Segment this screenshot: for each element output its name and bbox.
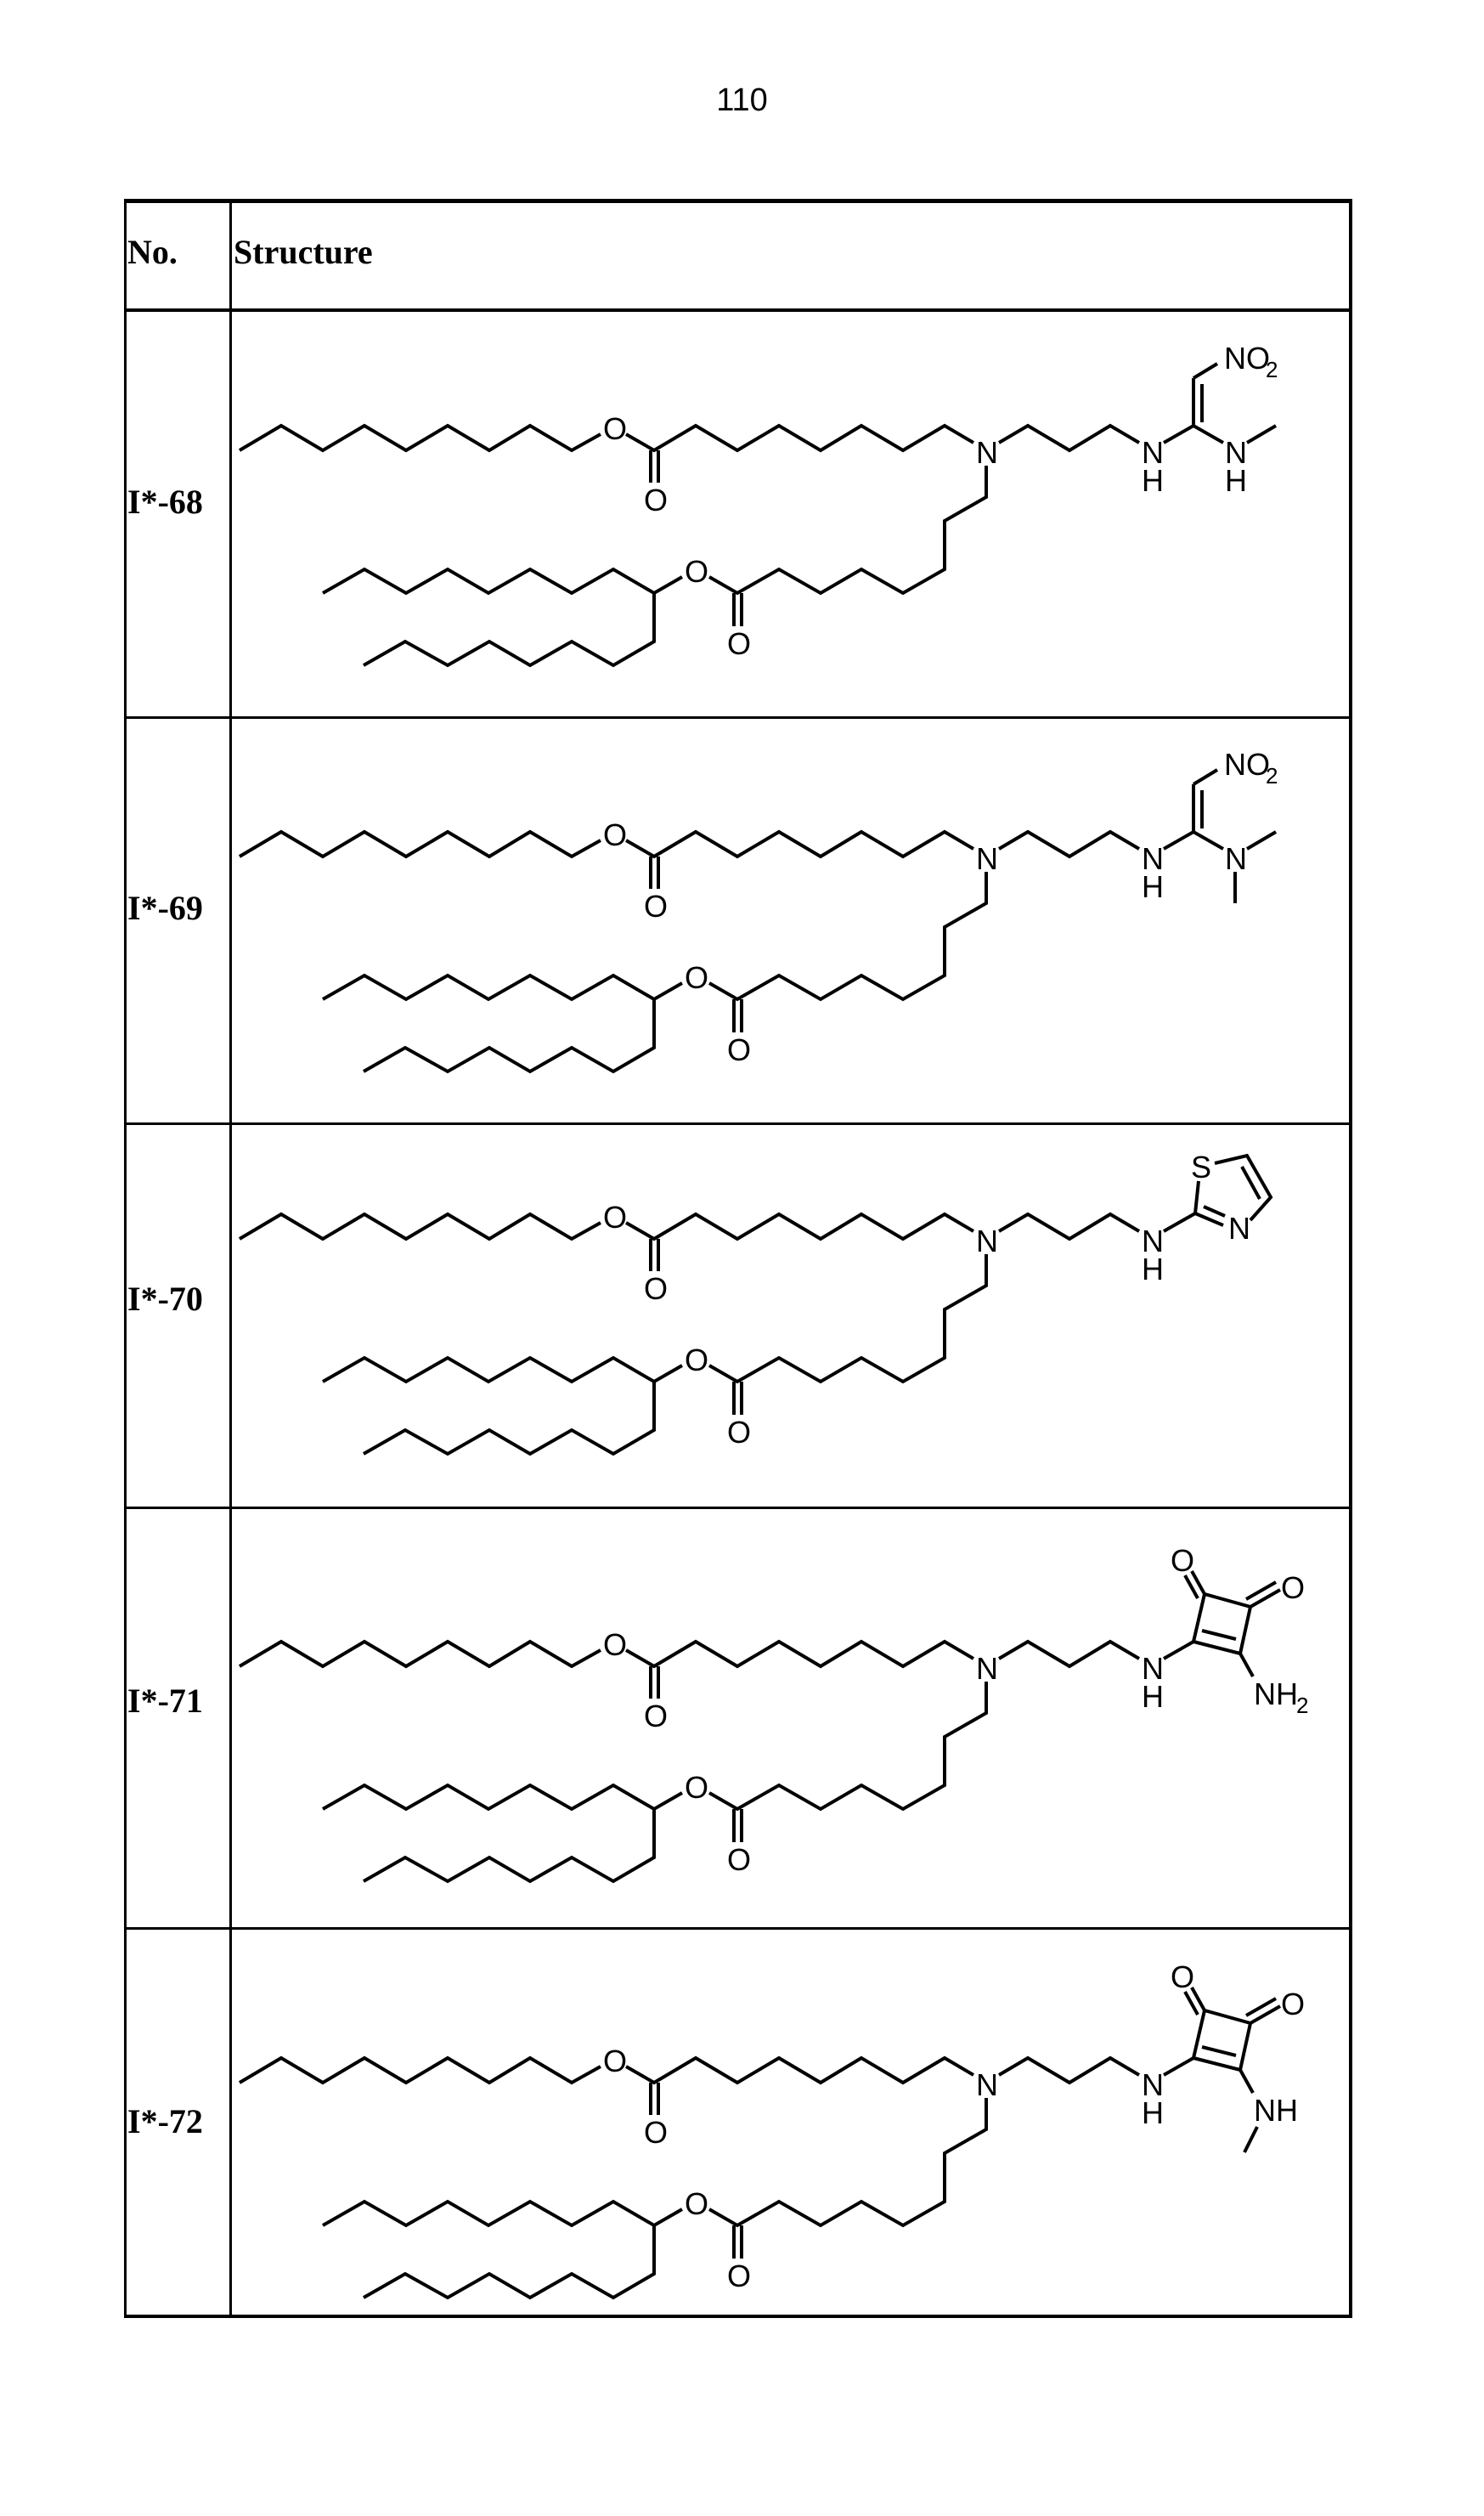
header-divider bbox=[124, 308, 1352, 312]
table-border-bottom bbox=[124, 2315, 1352, 2318]
compound-id: I*-72 bbox=[127, 2102, 203, 2140]
header-no: No. bbox=[127, 233, 178, 271]
row-divider bbox=[124, 1927, 1352, 1930]
header-structure: Structure bbox=[234, 233, 373, 271]
compound-id: I*-71 bbox=[127, 1682, 203, 1720]
compound-id: I*-69 bbox=[127, 889, 203, 927]
compound-id: I*-70 bbox=[127, 1280, 203, 1318]
row-divider bbox=[124, 716, 1352, 719]
table-border-right bbox=[1349, 199, 1352, 2318]
row-divider bbox=[124, 1507, 1352, 1509]
page-number: 110 bbox=[716, 82, 768, 118]
table-border-top bbox=[124, 199, 1352, 203]
compound-table: No. Structure I*-68 I*-69 I*-70 I*-71 I*… bbox=[124, 199, 1352, 2318]
row-divider bbox=[124, 1122, 1352, 1125]
table-border-left bbox=[124, 199, 127, 2318]
column-divider bbox=[229, 199, 232, 2318]
compound-id: I*-68 bbox=[127, 483, 203, 521]
